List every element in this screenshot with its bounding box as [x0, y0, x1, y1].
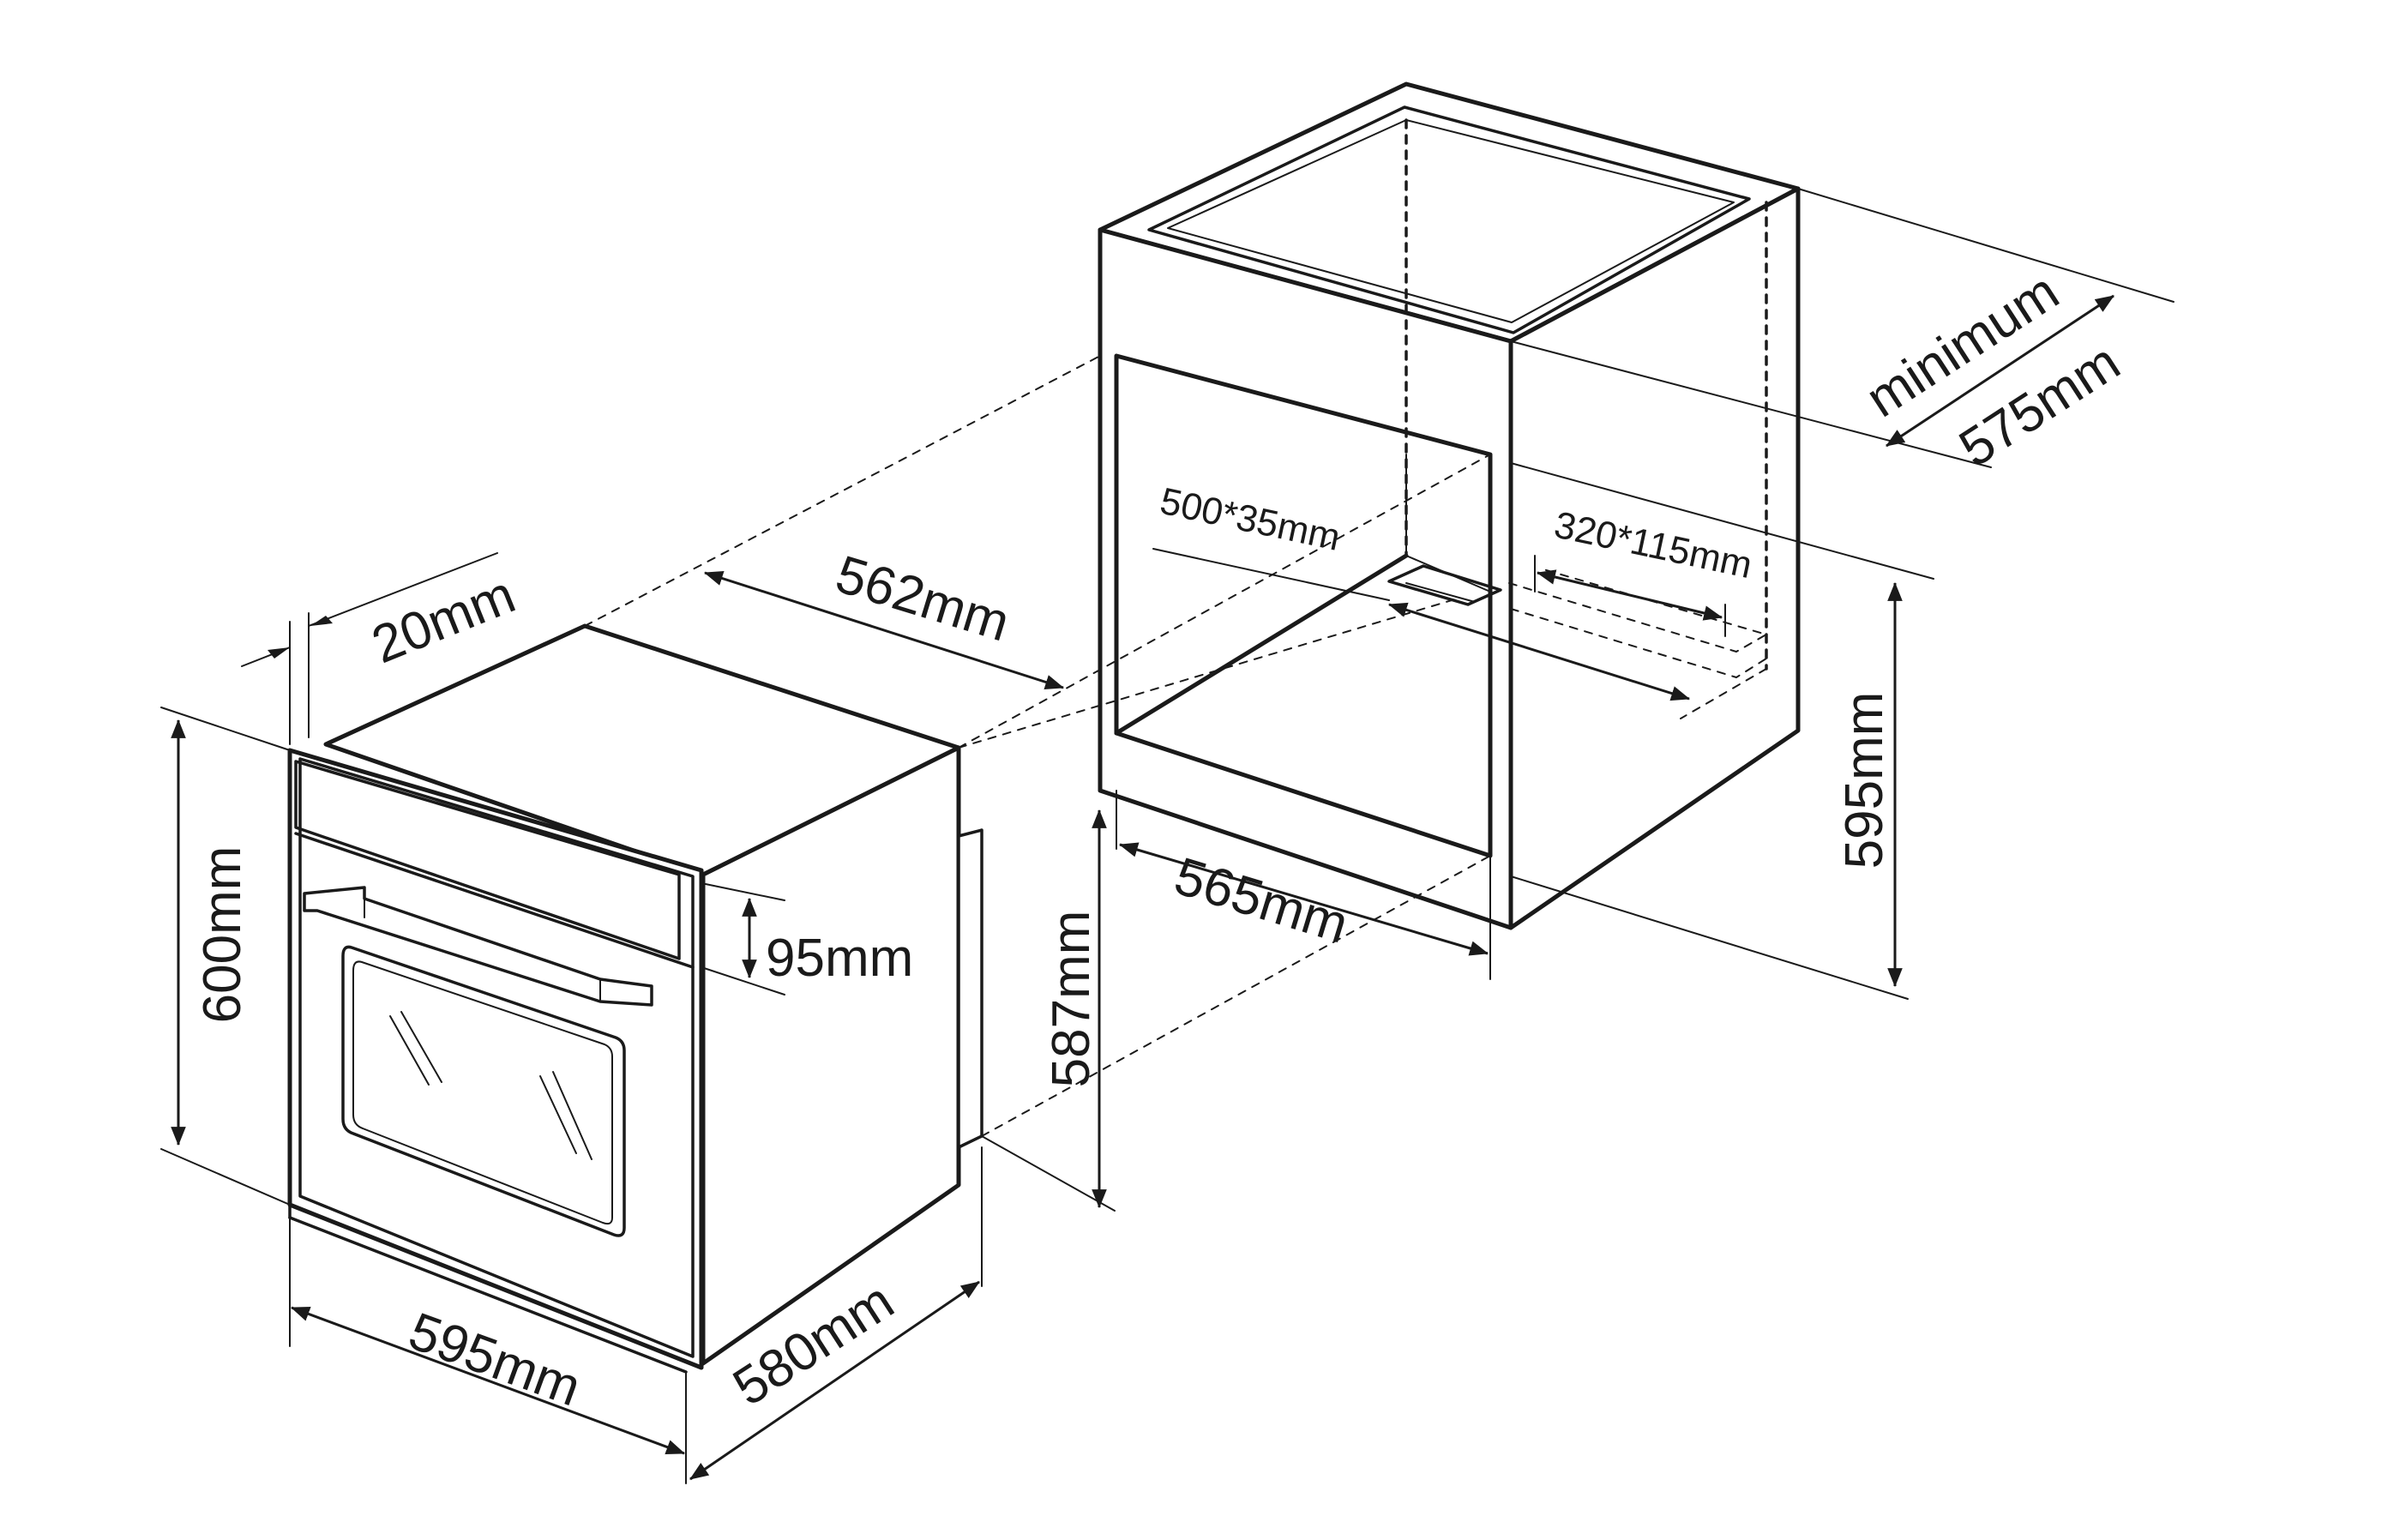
- oven-width-label: 595mm: [401, 1302, 588, 1418]
- oven-drawing: [287, 623, 983, 1374]
- cabinet-height-label: 595mm: [1835, 692, 1894, 869]
- dimension-lines: [160, 188, 2174, 1484]
- niche-height-label: 587mm: [1042, 911, 1101, 1088]
- control-panel-label: 95mm: [766, 929, 913, 988]
- body-depth-label: 562mm: [829, 544, 1016, 653]
- front-panel-label: 20mm: [364, 565, 524, 676]
- oven-height-label: 600mm: [193, 846, 252, 1024]
- cabinet-drawing: [1098, 81, 1801, 930]
